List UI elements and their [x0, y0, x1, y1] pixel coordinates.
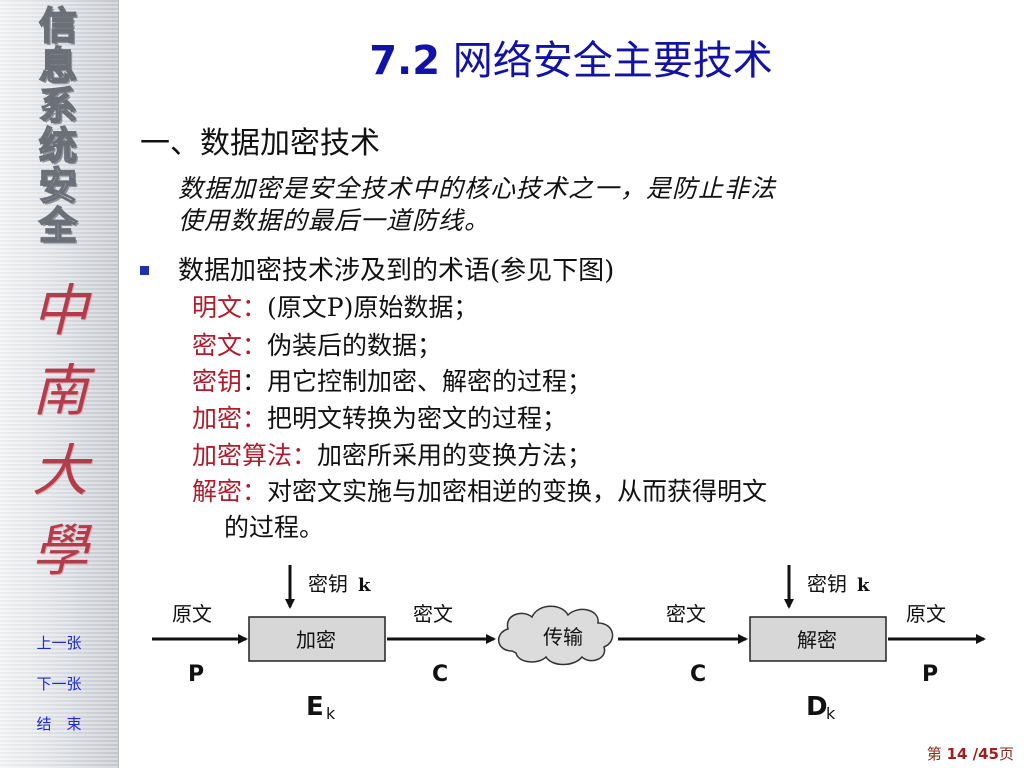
calligraphy-char: 學: [32, 519, 88, 584]
key-label-right: 密钥: [807, 572, 847, 596]
sidebar-title-char: 全: [38, 204, 78, 248]
sidebar-banner: 信 息 系 统 安 全 中 南 大 學 上一张 下一张 结 束: [0, 0, 119, 768]
term-row: 解密：对密文实施与加密相逆的变换，从而获得明文: [192, 472, 767, 508]
term-definition: 对密文实施与加密相逆的变换，从而获得明文: [267, 477, 768, 506]
key-symbol-left: k: [358, 575, 371, 596]
term-definition: 加密所采用的变换方法；: [317, 441, 593, 470]
decrypt-box: [749, 616, 887, 662]
encryption-flow-diagram: 密钥 k 密钥 k 原文 P 加密 E k 密文 C 传输 密文 C 解密 D …: [152, 565, 986, 723]
term-definition: (原文P)原始数据；: [267, 293, 479, 322]
sidebar-texture: [0, 0, 118, 768]
intro-line-1: 数据加密是安全技术中的核心技术之一，是防止非法: [178, 174, 777, 203]
term-definition: 伪装后的数据；: [267, 331, 443, 360]
key-symbol-right: k: [857, 575, 870, 596]
sidebar-course-title: 信 息 系 统 安 全: [20, 4, 96, 248]
term-label: 加密算法：: [192, 441, 318, 470]
term-definition: 把明文转换为密文的过程；: [267, 404, 568, 433]
term-row: 加密：把明文转换为密文的过程；: [192, 399, 567, 435]
sidebar-title-char: 统: [38, 124, 78, 168]
sidebar-title-char: 息: [38, 44, 78, 88]
term-label: 解密：: [192, 477, 268, 506]
decrypt-symbol: D: [806, 692, 828, 722]
next-slide-link[interactable]: 下一张: [36, 675, 82, 693]
calligraphy-char: 南: [32, 359, 88, 424]
term-label: 加密：: [192, 404, 268, 433]
title-text: 网络安全主要技术: [440, 38, 773, 84]
term-label: 密文：: [192, 331, 268, 360]
term-row: 密钥：用它控制加密、解密的过程；: [192, 362, 592, 398]
term-row: 密文：伪装后的数据；: [192, 326, 442, 362]
intro-line-2: 使用数据的最后一道防线。: [178, 206, 491, 235]
term-row: 明文：(原文P)原始数据；: [192, 288, 478, 324]
transmission-label: 传输: [543, 625, 583, 649]
plaintext-out-symbol: P: [922, 662, 938, 687]
calligraphy-char: 中: [32, 279, 88, 344]
key-label-left: 密钥: [308, 572, 348, 596]
term-label: 密钥: [192, 367, 243, 396]
term-definition-continuation: 的过程。: [224, 513, 325, 542]
page-suffix: 页: [998, 745, 1014, 763]
plaintext-out-label: 原文: [906, 602, 946, 626]
page-sep: /: [967, 745, 979, 763]
encrypt-symbol: E: [306, 692, 324, 722]
encrypt-box: [248, 616, 386, 662]
term-label: 明文：: [192, 293, 268, 322]
decrypt-box-label: 解密: [797, 628, 837, 652]
calligraphy-char: 大: [32, 439, 88, 504]
page-title: 7.2 网络安全主要技术: [118, 28, 1024, 86]
ciphertext-symbol-2: C: [690, 662, 706, 687]
bullet-text: 数据加密技术涉及到的术语(参见下图): [178, 256, 615, 286]
bullet-square-icon: [140, 266, 149, 275]
section-heading: 一、数据加密技术: [140, 126, 380, 161]
sidebar-title-char: 信: [38, 4, 78, 48]
term-definition: ：用它控制加密、解密的过程；: [242, 367, 593, 396]
page-number: 第 14 /45页: [927, 743, 1014, 764]
plaintext-in-symbol: P: [188, 662, 204, 687]
decrypt-subscript: k: [826, 704, 836, 723]
encrypt-box-label: 加密: [296, 628, 336, 652]
university-calligraphy-logo: 中 南 大 學: [28, 272, 92, 592]
transmission-cloud-icon: [498, 605, 614, 666]
ciphertext-label-1: 密文: [413, 602, 453, 626]
plaintext-in-label: 原文: [172, 602, 212, 626]
prev-slide-link[interactable]: 上一张: [36, 634, 82, 652]
term-row: 加密算法：加密所采用的变换方法；: [192, 436, 592, 472]
encrypt-subscript: k: [326, 704, 336, 723]
ciphertext-label-2: 密文: [666, 602, 706, 626]
page-total: 45: [978, 745, 999, 763]
page-prefix: 第: [926, 745, 947, 763]
sidebar-title-char: 安: [38, 164, 78, 208]
page-current: 14: [946, 745, 968, 763]
ciphertext-symbol-1: C: [432, 662, 448, 687]
sidebar-title-char: 系: [38, 84, 78, 128]
title-number: 7.2: [369, 38, 441, 84]
end-slideshow-link[interactable]: 结 束: [36, 715, 82, 733]
